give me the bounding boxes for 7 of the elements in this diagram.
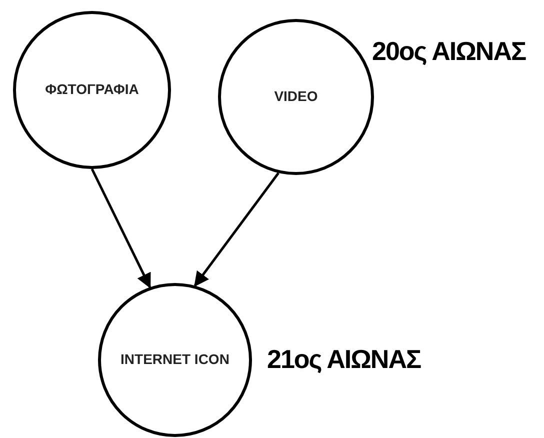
century-label: 21ος ΑΙΩΝΑΣ	[267, 344, 421, 375]
node-label: VIDEO	[274, 87, 318, 106]
arrow	[194, 172, 280, 287]
node-label: INTERNET ICON	[120, 350, 230, 370]
node-label: ΦΩΤΟΓΡΑΦΙΑ	[45, 80, 139, 100]
arrow	[90, 168, 152, 289]
century-label: 20ος ΑΙΩΝΑΣ	[372, 36, 526, 67]
